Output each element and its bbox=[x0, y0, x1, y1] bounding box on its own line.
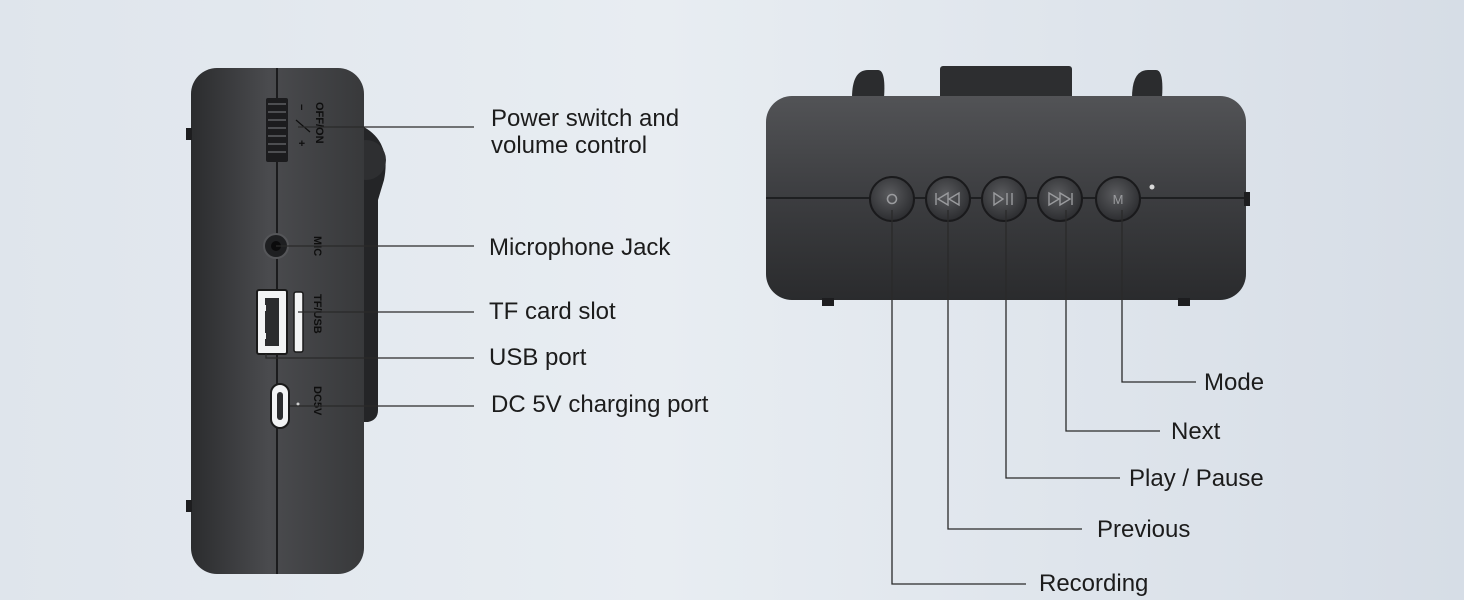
callout-recording-text: Recording bbox=[1039, 570, 1149, 597]
callout-power-line2: volume control bbox=[491, 132, 648, 159]
callout-power-volume: Power switch and volume control bbox=[491, 105, 679, 159]
plus-label: + bbox=[295, 140, 307, 146]
callout-mode: Mode bbox=[1204, 369, 1264, 396]
status-led bbox=[1149, 184, 1155, 190]
callout-previous: Previous bbox=[1097, 516, 1190, 543]
top-clip bbox=[940, 66, 1072, 100]
off-on-label: OFF/ON bbox=[313, 102, 325, 144]
tf-card-slot bbox=[293, 291, 304, 353]
tf-usb-label: TF/USB bbox=[311, 294, 323, 334]
button-play-pause[interactable] bbox=[981, 176, 1027, 222]
next-track-icon bbox=[1048, 191, 1073, 207]
button-recording[interactable] bbox=[869, 176, 915, 222]
callout-previous-text: Previous bbox=[1097, 516, 1191, 543]
callout-play-pause: Play / Pause bbox=[1129, 465, 1264, 492]
front-leader-lines bbox=[891, 210, 1196, 585]
button-mode[interactable]: M bbox=[1095, 176, 1141, 222]
button-next[interactable] bbox=[1037, 176, 1083, 222]
callout-dc-text: DC 5V charging port bbox=[491, 391, 709, 418]
dc5v-label: DC5V bbox=[311, 386, 323, 416]
callout-recording: Recording bbox=[1039, 570, 1148, 597]
belt-clip bbox=[360, 125, 386, 422]
callout-microphone-jack: Microphone Jack bbox=[489, 234, 670, 261]
callout-power-line1: Power switch and bbox=[491, 105, 680, 132]
callout-next: Next bbox=[1171, 418, 1220, 445]
callout-usb-port: USB port bbox=[489, 344, 586, 371]
volume-wheel-ridges bbox=[268, 103, 286, 153]
previous-track-icon bbox=[935, 191, 960, 207]
callout-next-text: Next bbox=[1171, 418, 1221, 445]
callout-tf-text: TF card slot bbox=[489, 298, 616, 325]
button-previous[interactable] bbox=[925, 176, 971, 222]
callout-mode-text: Mode bbox=[1204, 369, 1265, 396]
minus-label: − bbox=[295, 104, 307, 110]
callout-mic-text: Microphone Jack bbox=[489, 234, 671, 261]
callout-tf-card-slot: TF card slot bbox=[489, 298, 616, 325]
callout-dc-charging: DC 5V charging port bbox=[491, 391, 708, 418]
side-leader-lines bbox=[265, 126, 474, 407]
mode-m-icon: M bbox=[1113, 192, 1124, 207]
play-pause-icon bbox=[993, 191, 1013, 207]
record-icon bbox=[886, 193, 898, 205]
side-view-device: OFF/ON − + MIC TF/USB DC5V bbox=[186, 68, 386, 574]
callout-play-pause-text: Play / Pause bbox=[1129, 465, 1264, 492]
volume-wheel bbox=[266, 98, 288, 162]
callout-usb-text: USB port bbox=[489, 344, 587, 371]
